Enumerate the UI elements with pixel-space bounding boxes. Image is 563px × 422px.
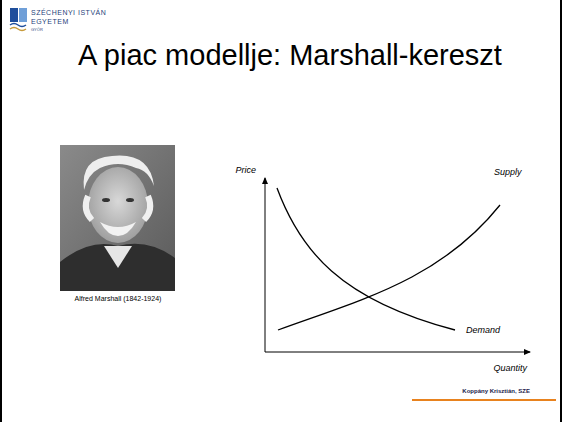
axis-label: Quantity: [493, 364, 527, 374]
portrait-photo: [60, 145, 175, 291]
supply-curve: [278, 205, 500, 330]
logo-text: EGYETEM: [31, 18, 69, 26]
frame-line: [560, 0, 562, 422]
footer-line: [412, 399, 556, 401]
curve-label: Supply: [494, 168, 522, 178]
logo-text: SZÉCHENYI ISTVÁN: [31, 9, 106, 17]
curve-label: Demand: [466, 326, 500, 336]
slide-title: A piac modellje: Marshall-kereszt: [78, 40, 502, 72]
chart-axes: [265, 178, 530, 352]
university-logo: [10, 8, 27, 31]
demand-curve: [277, 188, 455, 330]
frame-line: [0, 0, 2, 422]
author-credit: Koppány Krisztián, SZE: [462, 388, 530, 395]
axis-label: Price: [235, 166, 256, 176]
photo-caption: Alfred Marshall (1842-1924): [75, 295, 162, 303]
logo-text: GYŐR: [31, 28, 43, 32]
